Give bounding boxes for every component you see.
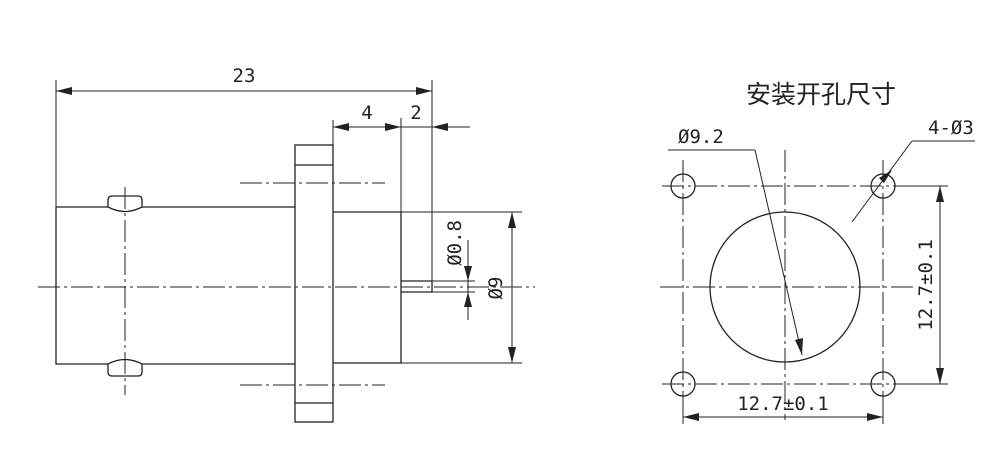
barrel-body: [55, 206, 295, 365]
dimension-vertical-spacing: 12.7±0.1: [895, 185, 948, 385]
contact-pin: [401, 280, 433, 293]
dim-flange-to-body: 4: [361, 102, 372, 124]
dimension-horizontal-spacing: 12.7±0.1: [682, 393, 884, 424]
dim-horizontal-spacing: 12.7±0.1: [737, 393, 829, 415]
connector-side-view: 23 4 2 Ø0.8 Ø9: [38, 65, 535, 423]
dim-vertical-spacing: 12.7±0.1: [915, 239, 937, 331]
dim-pin-length: 2: [410, 102, 421, 124]
bayonet-stud-top: [107, 195, 143, 213]
flange: [294, 144, 334, 423]
center-cutout-hole: [709, 211, 861, 363]
dimension-pin-diameter: Ø0.8: [432, 220, 475, 320]
bayonet-stud-bottom: [107, 358, 143, 377]
dimension-23: 23: [55, 65, 433, 281]
mounting-hole-top-left: [670, 173, 696, 199]
dimension-mount-holes: 4-Ø3: [851, 117, 975, 223]
dim-center-hole: Ø9.2: [678, 126, 724, 148]
dim-overall-length: 23: [233, 65, 256, 87]
dimension-body-diameter: Ø9: [401, 211, 522, 364]
dimension-center-hole: Ø9.2: [668, 126, 803, 356]
dim-pin-diameter: Ø0.8: [444, 220, 466, 266]
dim-body-diameter: Ø9: [485, 277, 507, 300]
rear-body: [333, 211, 402, 364]
dimension-4-and-2: 4 2: [332, 102, 470, 212]
mounting-cutout-title: 安装开孔尺寸: [746, 80, 896, 109]
dim-mount-holes: 4-Ø3: [928, 117, 974, 139]
mounting-cutout-view: 安装开孔尺寸 Ø9.2 4-Ø3: [660, 80, 975, 424]
mounting-hole-bottom-left: [670, 371, 696, 397]
